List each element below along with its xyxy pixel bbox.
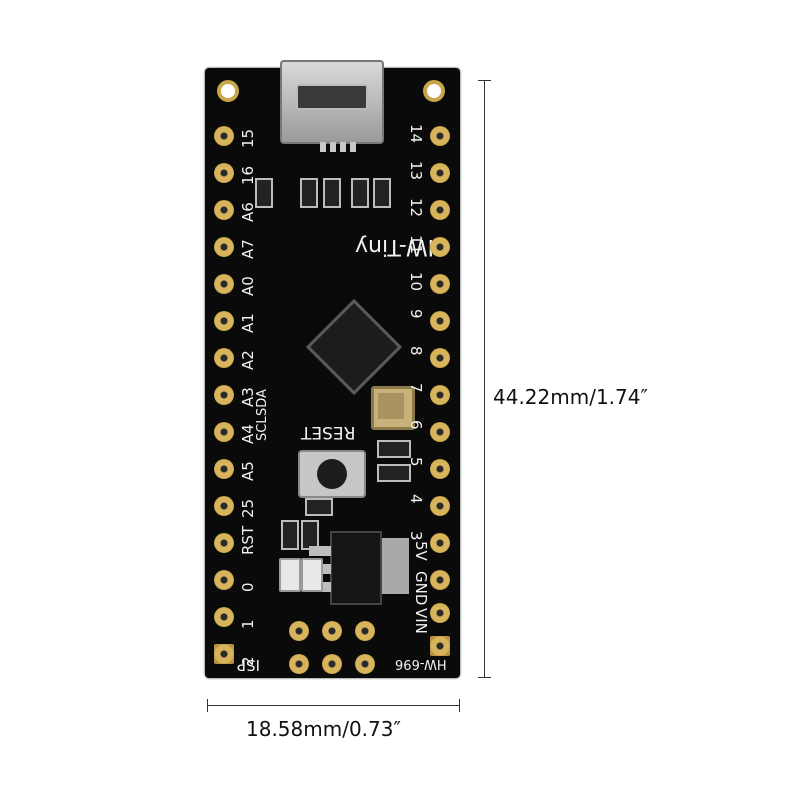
pin-pad-left — [214, 459, 234, 479]
pin-label-right: 12 — [407, 198, 425, 218]
pin-pad-left — [214, 533, 234, 553]
pin-pad-right — [430, 422, 450, 442]
pin-label-left: 25 — [239, 498, 257, 518]
pin-label-left: RST — [239, 525, 257, 555]
pin-pad-left — [214, 311, 234, 331]
isp-pad — [322, 621, 342, 641]
pin-pad-right — [430, 200, 450, 220]
pin-pad-left — [214, 644, 234, 664]
pin-label-right: 14 — [407, 124, 425, 144]
pin-label-left: A6 — [239, 202, 257, 222]
mounting-hole — [423, 80, 445, 102]
power-pin-pad — [430, 570, 450, 590]
pin-pad-left — [214, 496, 234, 516]
pin-pad-left — [214, 607, 234, 627]
pin-pad-left — [214, 348, 234, 368]
pin-label-left: A3 — [239, 387, 257, 407]
pin-pad-right — [430, 496, 450, 516]
pin-label-right: 10 — [407, 272, 425, 292]
mounting-hole — [217, 80, 239, 102]
pin-pad-right — [430, 385, 450, 405]
power-label-5v: 5V — [412, 541, 430, 561]
pin-label-left: 15 — [239, 128, 257, 148]
pin-label-right: 3 — [407, 531, 425, 541]
pin-label-left: A0 — [239, 276, 257, 296]
pin-label-right: 11 — [407, 235, 425, 255]
pin-pad-left — [214, 237, 234, 257]
pin-pad-right — [430, 274, 450, 294]
pin-label-left: A7 — [239, 239, 257, 259]
width-dimension-line — [207, 705, 460, 706]
isp-pad — [289, 621, 309, 641]
reset-label: RESET — [301, 422, 356, 442]
height-dimension-label: 44.22mm/1.74″ — [493, 385, 648, 409]
pin-pad-left — [214, 126, 234, 146]
pin-pad-left — [214, 200, 234, 220]
smd-component — [255, 178, 273, 208]
pin-label-left: 0 — [239, 582, 257, 592]
pin-label-left: 1 — [239, 619, 257, 629]
microcontroller-chip — [305, 298, 403, 396]
pin-label-right: 13 — [407, 161, 425, 181]
pin-pad-left — [214, 274, 234, 294]
isp-pad — [289, 654, 309, 674]
power-label-vin: VIN — [412, 608, 430, 634]
smd-resistor — [305, 498, 333, 516]
scl-label: SCL — [255, 416, 270, 441]
pin-label-left: 16 — [239, 165, 257, 185]
pin-pad-right — [430, 459, 450, 479]
circuit-board: HW-Tiny RESET SCL SDA 5V GND VIN ISP HW-… — [205, 60, 460, 678]
pin-label-right: 5 — [407, 457, 425, 467]
pin-label-right: 9 — [407, 309, 425, 319]
pin-pad-right — [430, 348, 450, 368]
led-indicator — [301, 558, 323, 592]
width-dimension-label: 18.58mm/0.73″ — [246, 717, 401, 741]
pin-label-right: 6 — [407, 420, 425, 430]
power-pin-pad — [430, 636, 450, 656]
height-dimension-line — [484, 80, 485, 678]
micro-usb-connector — [280, 60, 384, 152]
pin-label-right: 8 — [407, 346, 425, 356]
pin-label-left: A5 — [239, 461, 257, 481]
pin-pad-right — [430, 311, 450, 331]
smd-capacitor — [377, 440, 411, 458]
regulator-tab — [381, 538, 409, 594]
pin-pad-left — [214, 163, 234, 183]
power-pin-pad — [430, 603, 450, 623]
smd-component — [351, 178, 369, 208]
smd-component — [323, 178, 341, 208]
pin-pad-left — [214, 385, 234, 405]
smd-capacitor — [377, 464, 411, 482]
smd-component — [300, 178, 318, 208]
pin-label-right: 7 — [407, 383, 425, 393]
smd-component — [281, 520, 299, 550]
crystal-oscillator — [371, 386, 415, 430]
isp-pad — [355, 654, 375, 674]
pin-label-right: 4 — [407, 494, 425, 504]
pin-pad-left — [214, 570, 234, 590]
model-label: HW-696 — [395, 656, 447, 671]
pin-label-left: A4 — [239, 424, 257, 444]
pin-pad-right — [430, 533, 450, 553]
isp-pad — [322, 654, 342, 674]
isp-pad — [355, 621, 375, 641]
reset-button[interactable] — [298, 450, 366, 498]
pin-label-left: A2 — [239, 350, 257, 370]
pin-label-left: A1 — [239, 313, 257, 333]
voltage-regulator — [330, 531, 382, 605]
sda-label: SDA — [255, 389, 270, 416]
led-indicator — [279, 558, 301, 592]
smd-component — [373, 178, 391, 208]
pin-pad-right — [430, 237, 450, 257]
pin-pad-right — [430, 126, 450, 146]
pin-pad-left — [214, 422, 234, 442]
pin-pad-right — [430, 163, 450, 183]
power-label-gnd: GND — [412, 571, 430, 606]
pin-label-left: 2 — [239, 656, 257, 666]
